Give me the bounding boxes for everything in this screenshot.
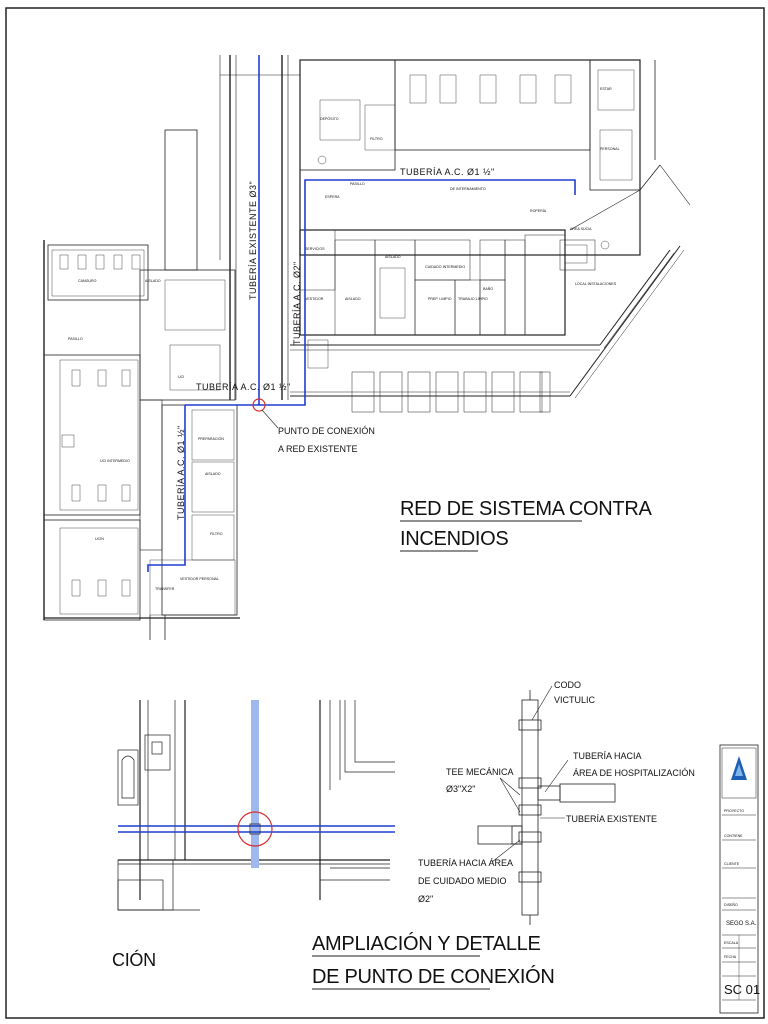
- floor-plan: [43, 55, 691, 640]
- room-tag: TRABAJO LIMPIO: [458, 297, 488, 301]
- fitting-detail: [477, 690, 616, 925]
- sheet-border: [5, 7, 765, 1019]
- room-tag: FILTRO: [210, 532, 223, 536]
- room-tag: FILTRO: [370, 137, 383, 141]
- room-tag: UCI INTERMEDIO: [100, 459, 130, 463]
- label-hosp-line2: ÁREA DE HOSPITALIZACIÓN: [573, 768, 695, 778]
- room-tag: UCI: [178, 375, 184, 379]
- connection-label-line2: A RED EXISTENTE: [278, 444, 358, 454]
- room-tag: CUIDADO INTERMEDIO: [425, 265, 465, 269]
- connection-point-marker: [252, 398, 266, 412]
- label-medio-line2: DE CUIDADO MEDIO: [418, 876, 507, 886]
- room-tag: TRANSFER: [155, 587, 175, 591]
- label-existing: TUBERÍA EXISTENTE: [566, 814, 657, 824]
- sheet-code: SC 01: [724, 982, 760, 997]
- label-pipe-ac-15-top: TUBERÍA A.C. Ø1 ½": [400, 167, 495, 177]
- pipe-ac-15-vert: [147, 405, 186, 572]
- pipe-ac-2in: [259, 179, 576, 406]
- room-tag: DEPÓSITO: [320, 116, 339, 121]
- detail-connection-marker: [237, 811, 273, 847]
- label-pipe-ac-15-mid: TUBERÍA A.C. Ø1 ½": [196, 382, 291, 392]
- room-tag: PREPARACIÓN: [198, 436, 224, 441]
- label-pipe-ac-15-vert: TUBERÍA A.C. Ø1 ½": [176, 425, 186, 520]
- room-tag: DE INTERNAMIENTO: [450, 187, 486, 191]
- room-tag: SERVICIOS: [305, 247, 325, 251]
- detail-title-line2: DE PUNTO DE CONEXIÓN: [312, 965, 555, 988]
- room-tag: VESTIDOR PERSONAL: [180, 577, 219, 581]
- tb-field: PROYECTO: [724, 809, 744, 813]
- label-codo-line1: CODO: [554, 680, 581, 690]
- title-block: PROYECTO CONTIENE CLIENTE DISEÑO ESCALA …: [719, 744, 760, 1014]
- label-pipe-ac-2in: TUBERÍA A.C. Ø2": [292, 261, 302, 345]
- connection-label-line1: PUNTO DE CONEXIÓN: [278, 426, 375, 436]
- label-codo-line2: VICTULIC: [554, 695, 596, 705]
- room-tag: PASILLO: [68, 337, 83, 341]
- plan-title-line2: INCENDIOS: [400, 528, 508, 550]
- fire-pipes: [147, 55, 576, 572]
- room-tag: PERSONAL: [600, 147, 620, 151]
- room-tag: ESTAR: [600, 87, 612, 91]
- label-tee-line1: TEE MECÁNICA: [446, 767, 514, 777]
- room-tag: AISLADO: [385, 255, 401, 259]
- label-tee-line2: Ø3"X2": [446, 784, 475, 794]
- room-tag: LOCAL INSTALACIONES: [575, 282, 617, 286]
- room-tag: PREP. LIMPIO: [428, 297, 452, 301]
- detail-title-line1: AMPLIACIÓN Y DETALLE: [312, 932, 541, 955]
- label-medio-line1: TUBERÍA HACIA ÁREA: [418, 858, 513, 868]
- room-tag: UCIN: [95, 537, 104, 541]
- fitting-leaders: [491, 685, 569, 863]
- room-tag: AISLADO: [345, 297, 361, 301]
- tb-field: ESCALA: [724, 941, 739, 945]
- room-tags: CANGURO AISLADO PASILLO UCI UCIN AISLADO…: [68, 87, 620, 591]
- company-name: SEGO S.A.: [726, 921, 757, 927]
- room-tag: AREA SUCIA: [570, 227, 592, 231]
- tb-field: DISEÑO: [724, 902, 738, 907]
- label-hosp-line1: TUBERÍA HACIA: [573, 751, 642, 761]
- label-medio-line3: Ø2": [418, 894, 433, 904]
- tb-field: FECHA: [724, 955, 737, 959]
- room-tag: AISLADO: [145, 279, 161, 283]
- connection-leader: [261, 409, 279, 429]
- detail-pipes: [118, 700, 395, 868]
- tb-field: CLIENTE: [724, 862, 740, 866]
- detail-enlargement: [117, 700, 395, 911]
- room-tag: PASILLO: [350, 182, 365, 186]
- room-tag: CANGURO: [78, 279, 97, 283]
- room-tag: ESPERA: [325, 195, 340, 199]
- tb-field: CONTIENE: [724, 834, 743, 838]
- room-tag: AISLADO: [205, 472, 221, 476]
- plan-title-line1: RED DE SISTEMA CONTRA: [400, 498, 652, 520]
- room-tag: ROPERÍA: [530, 209, 547, 213]
- room-tag: VESTIDOR: [305, 297, 324, 301]
- label-pipe-existing: TUBERÍA EXISTENTE Ø3": [248, 181, 258, 300]
- room-tag: BAÑO: [483, 286, 493, 291]
- detail-cut-text: CIÓN: [112, 949, 156, 970]
